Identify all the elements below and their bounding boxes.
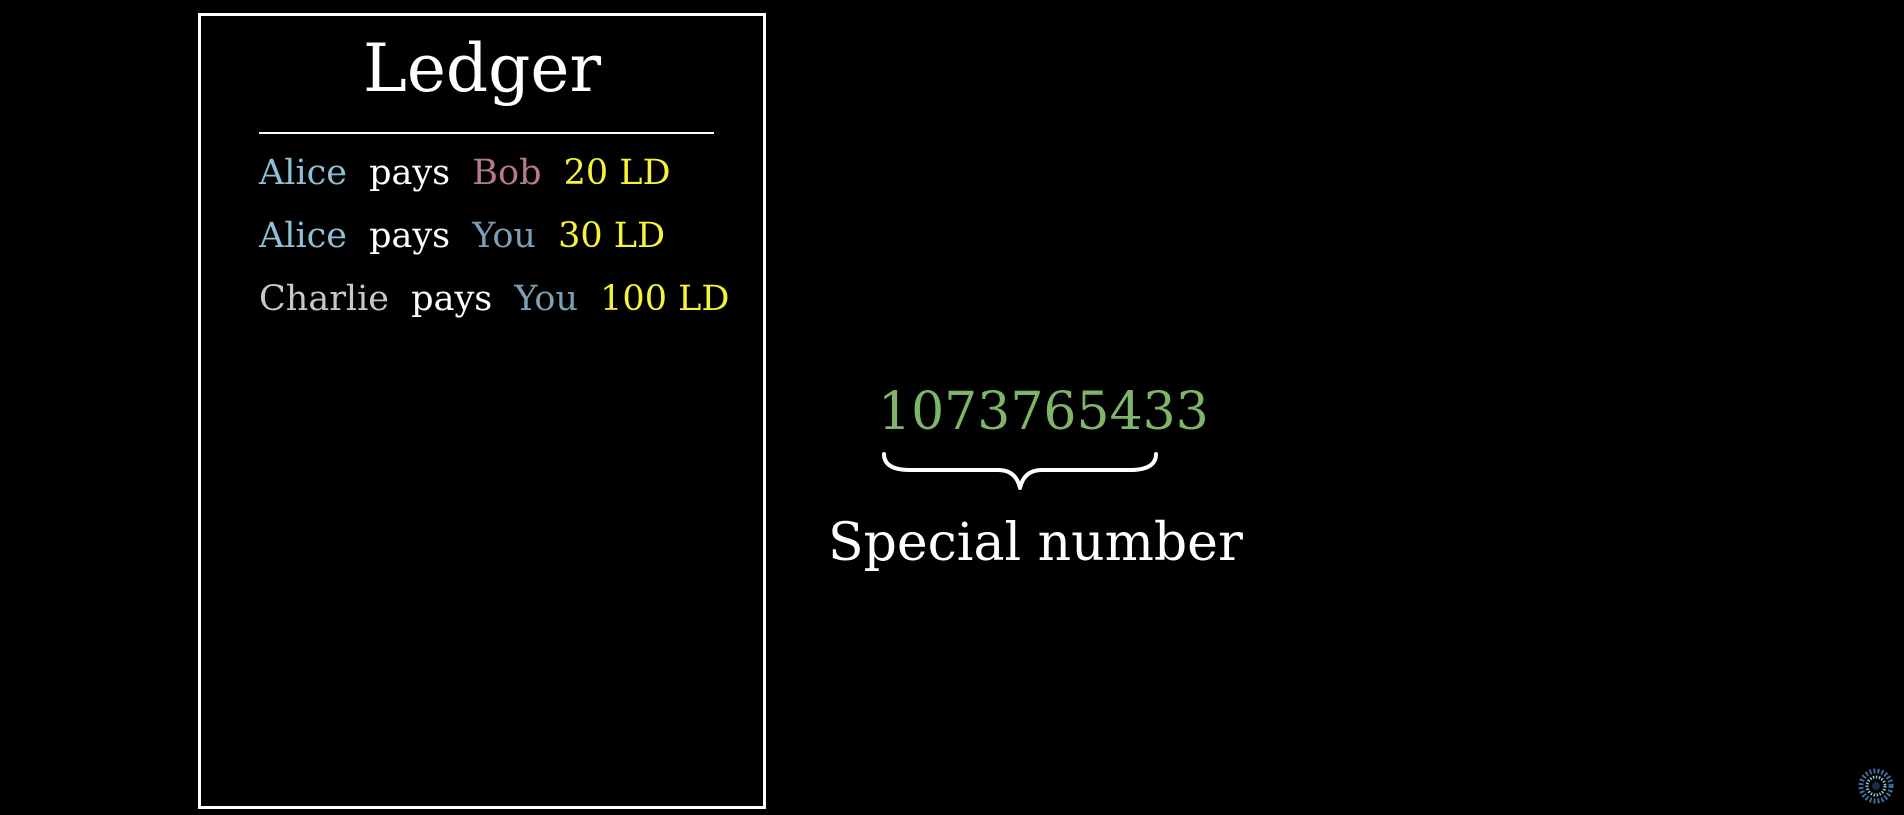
ledger-title: Ledger: [363, 30, 601, 107]
entry-payer: Charlie: [259, 279, 390, 319]
ledger-panel: Ledger Alice pays Bob 20 LD Alice pays Y…: [198, 13, 766, 809]
entry-amount: 20 LD: [563, 153, 671, 193]
ledger-entry: Charlie pays You 100 LD: [259, 282, 743, 345]
entry-payee: Bob: [472, 153, 542, 193]
entry-payee: You: [472, 216, 536, 256]
entry-amount: 100 LD: [600, 279, 730, 319]
special-number-label: Special number: [828, 513, 1243, 573]
entry-amount: 30 LD: [558, 216, 666, 256]
ledger-entry: Alice pays You 30 LD: [259, 219, 743, 282]
special-number: 1073765433: [878, 382, 1209, 442]
entry-verb: pays: [369, 153, 451, 193]
entry-payer: Alice: [259, 216, 347, 256]
entry-verb: pays: [411, 279, 493, 319]
ledger-entries: Alice pays Bob 20 LD Alice pays You 30 L…: [259, 156, 743, 345]
entry-payee: You: [514, 279, 579, 319]
loading-spinner-icon: [1858, 768, 1894, 804]
brace-icon: [882, 452, 1158, 490]
ledger-entry: Alice pays Bob 20 LD: [259, 156, 743, 219]
entry-payer: Alice: [259, 153, 347, 193]
entry-verb: pays: [369, 216, 451, 256]
ledger-divider: [259, 132, 714, 134]
